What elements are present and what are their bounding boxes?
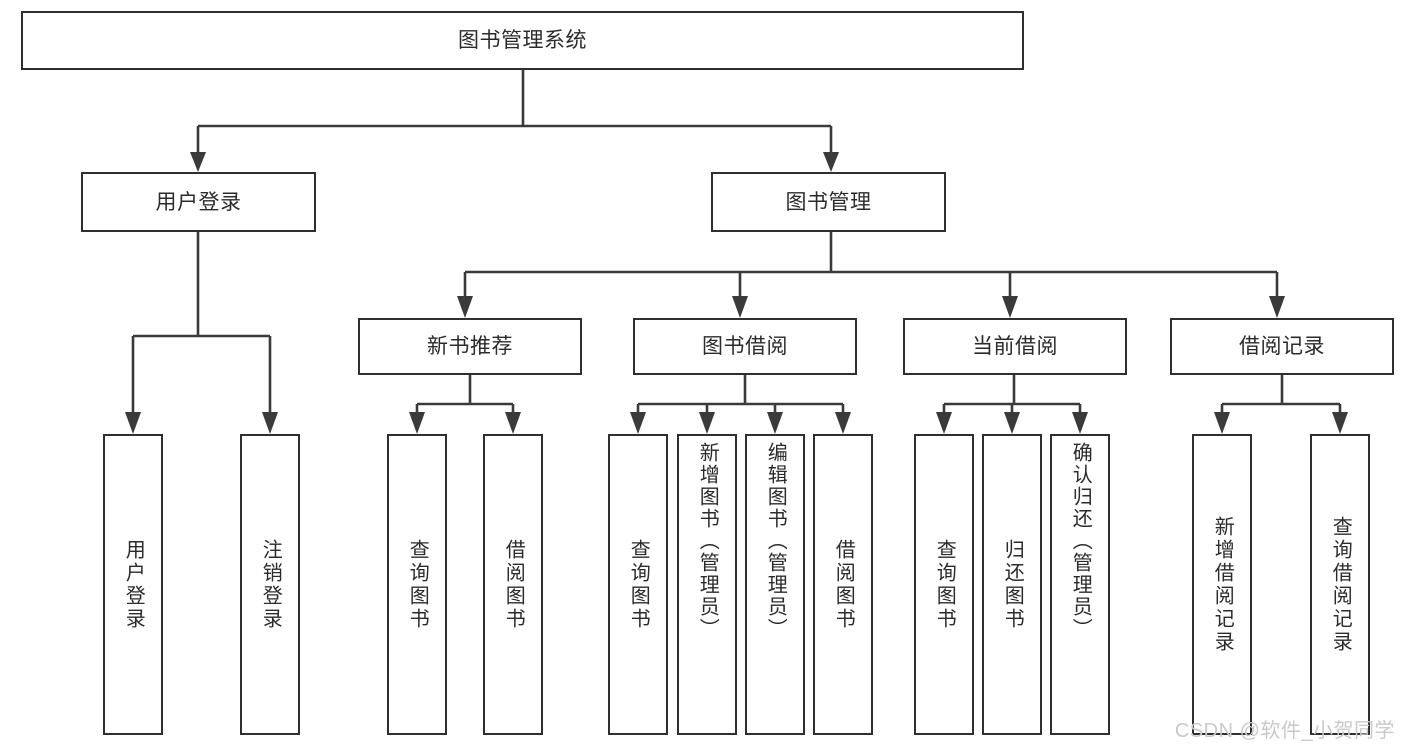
node-leaf-rec-query-record[interactable]: 查询借阅记录: [1310, 434, 1370, 735]
arrowhead-leaf-rec-borrow: [505, 412, 521, 434]
node-book-borrow[interactable]: 图书借阅: [633, 318, 857, 375]
arrowhead-leaf-borrow-edit: [767, 412, 783, 434]
arrowhead-leaf-borrow-lend: [835, 412, 851, 434]
arrowhead-leaf-rec-add: [1214, 412, 1230, 434]
node-borrow-record[interactable]: 借阅记录: [1170, 318, 1394, 375]
node-user-login[interactable]: 用户登录: [81, 172, 316, 232]
node-leaf-rec-query-label: 查询图书: [406, 538, 429, 631]
arrowhead-leaf-rec-query: [409, 412, 425, 434]
node-new-book-rec-label: 新书推荐: [427, 335, 513, 358]
arrowhead-leaf-cur-confirm: [1072, 412, 1088, 434]
node-user-login-label: 用户登录: [155, 190, 242, 214]
node-leaf-user-logout[interactable]: 注销登录: [240, 434, 300, 735]
arrowhead-current-borrow: [1002, 296, 1018, 318]
node-leaf-cur-confirm-label: 确认归还（管理员）: [1069, 442, 1092, 640]
arrowhead-leaf-user-login: [125, 412, 141, 434]
arrowhead-leaf-borrow-add: [699, 412, 715, 434]
arrowhead-new-book-rec: [457, 296, 473, 318]
node-book-borrow-label: 图书借阅: [702, 335, 788, 358]
node-leaf-cur-confirm[interactable]: 确认归还（管理员）: [1050, 434, 1110, 735]
node-leaf-borrow-add[interactable]: 新增图书（管理员）: [677, 434, 737, 735]
node-leaf-rec-query-record-label: 查询借阅记录: [1329, 515, 1352, 654]
node-leaf-user-login[interactable]: 用户登录: [103, 434, 163, 735]
arrowhead-user-login: [190, 152, 206, 172]
node-leaf-borrow-lend-label: 借阅图书: [832, 538, 855, 631]
node-current-borrow-label: 当前借阅: [972, 335, 1058, 358]
arrowhead-leaf-rec-query-record: [1332, 412, 1348, 434]
node-root-label: 图书管理系统: [458, 29, 587, 52]
node-leaf-rec-query[interactable]: 查询图书: [387, 434, 447, 735]
node-leaf-user-logout-label: 注销登录: [259, 538, 282, 631]
node-leaf-rec-add-label: 新增借阅记录: [1211, 515, 1234, 654]
node-leaf-rec-borrow-label: 借阅图书: [502, 538, 525, 631]
arrowhead-leaf-cur-query: [936, 412, 952, 434]
node-root[interactable]: 图书管理系统: [21, 11, 1024, 70]
node-leaf-user-login-label: 用户登录: [122, 538, 145, 631]
node-leaf-cur-query-label: 查询图书: [933, 538, 956, 631]
arrowhead-leaf-cur-return: [1004, 412, 1020, 434]
watermark: CSDN @软件_小贺同学: [1174, 720, 1395, 742]
node-leaf-cur-return-label: 归还图书: [1001, 538, 1024, 631]
node-leaf-borrow-query-label: 查询图书: [627, 538, 650, 631]
node-borrow-record-label: 借阅记录: [1239, 335, 1325, 358]
node-leaf-borrow-lend[interactable]: 借阅图书: [813, 434, 873, 735]
node-leaf-cur-return[interactable]: 归还图书: [982, 434, 1042, 735]
arrowhead-borrow-record: [1269, 296, 1285, 318]
node-leaf-rec-borrow[interactable]: 借阅图书: [483, 434, 543, 735]
node-leaf-cur-query[interactable]: 查询图书: [914, 434, 974, 735]
node-leaf-rec-add[interactable]: 新增借阅记录: [1192, 434, 1252, 735]
arrowhead-book-borrow: [732, 296, 748, 318]
node-book-manage[interactable]: 图书管理: [711, 172, 946, 232]
arrowhead-book-manage: [823, 152, 839, 172]
node-leaf-borrow-query[interactable]: 查询图书: [608, 434, 668, 735]
node-book-manage-label: 图书管理: [785, 190, 872, 214]
node-new-book-rec[interactable]: 新书推荐: [358, 318, 582, 375]
node-leaf-borrow-add-label: 新增图书（管理员）: [696, 442, 719, 640]
node-leaf-borrow-edit[interactable]: 编辑图书（管理员）: [745, 434, 805, 735]
node-current-borrow[interactable]: 当前借阅: [903, 318, 1127, 375]
node-leaf-borrow-edit-label: 编辑图书（管理员）: [764, 442, 787, 640]
arrowhead-leaf-user-logout: [262, 412, 278, 434]
arrowhead-leaf-borrow-query: [630, 412, 646, 434]
